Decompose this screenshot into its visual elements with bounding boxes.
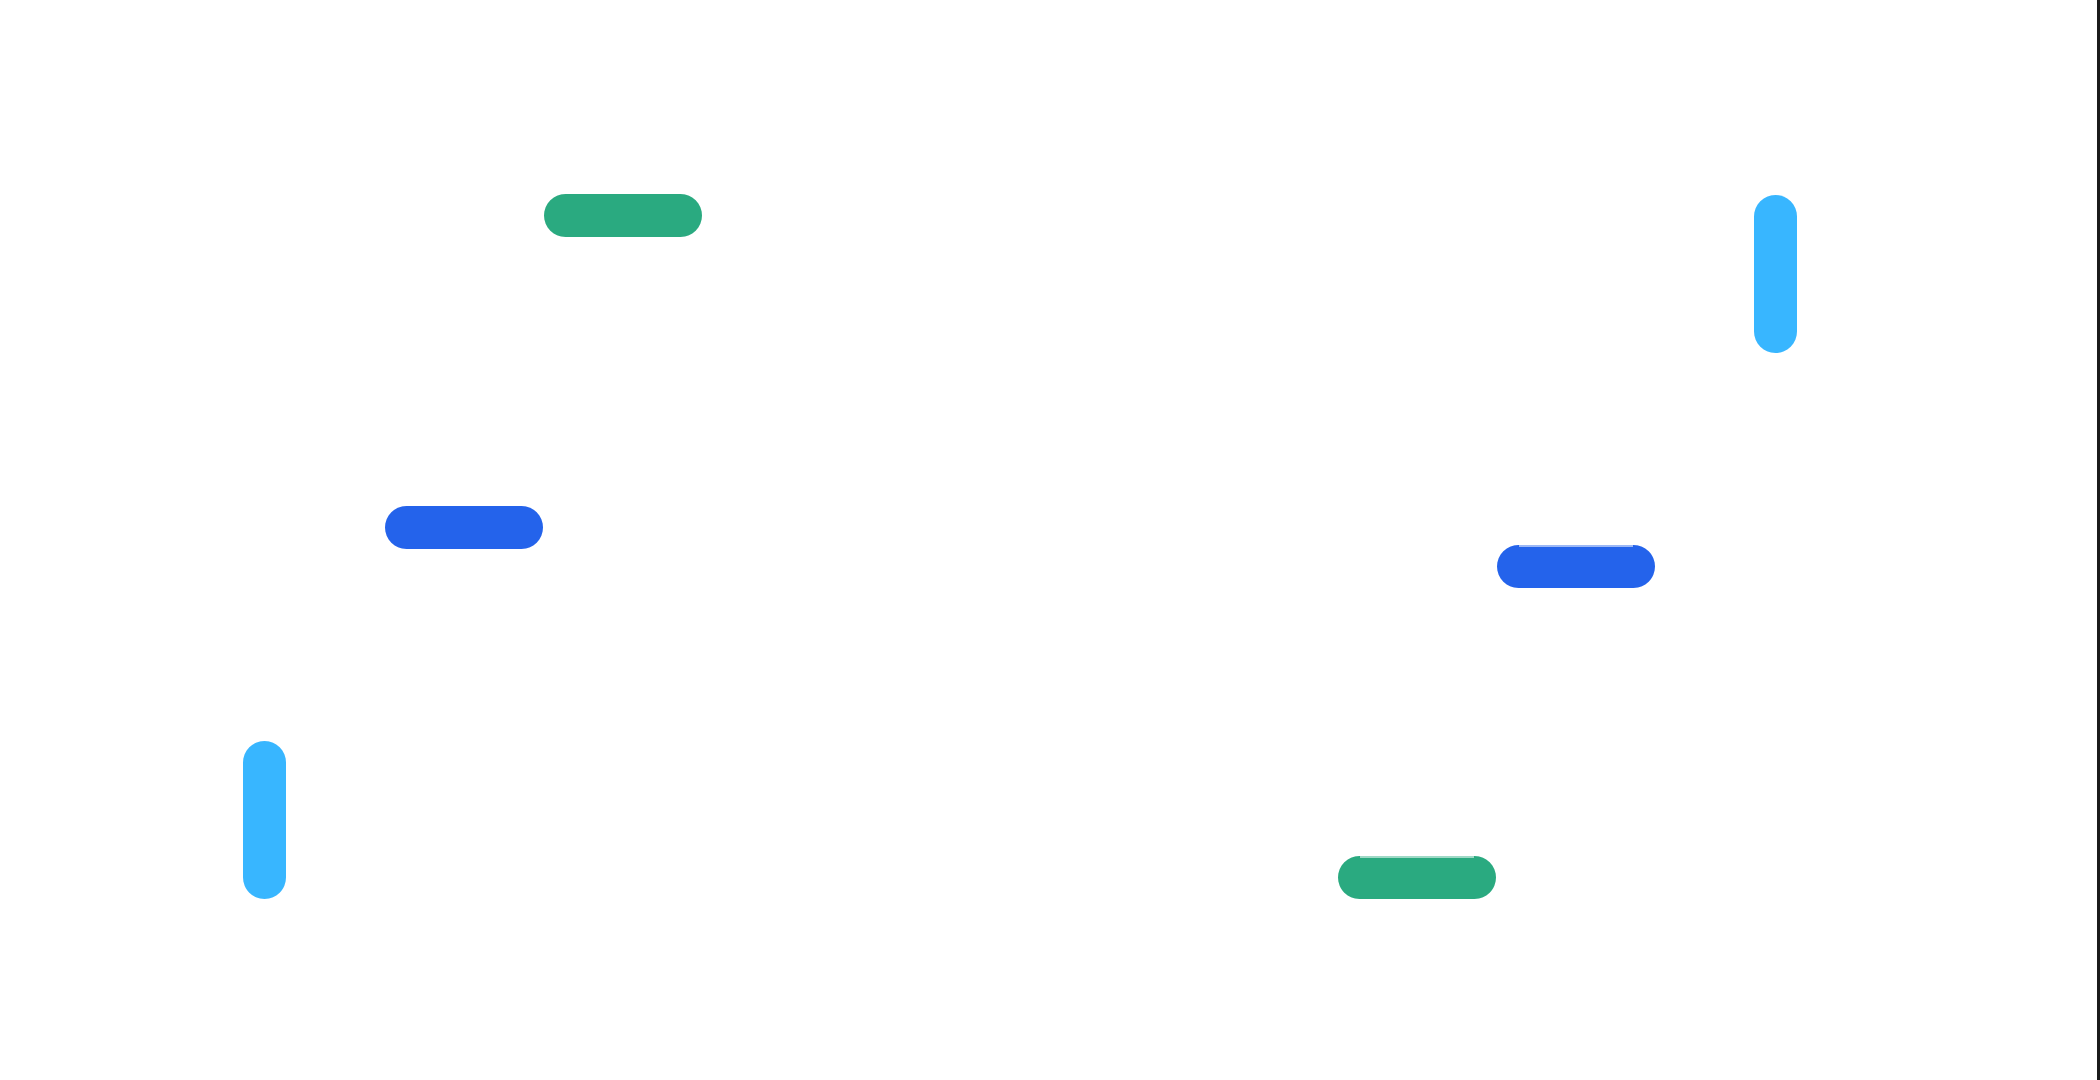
green-pill-top bbox=[544, 194, 702, 237]
blue-pill-right bbox=[1497, 545, 1655, 588]
blue-pill-left bbox=[385, 506, 543, 549]
sky-pill-bottom-left bbox=[243, 741, 286, 899]
sky-pill-top-right bbox=[1754, 195, 1797, 353]
green-pill-bottom bbox=[1338, 856, 1496, 899]
pill-highlight bbox=[1360, 856, 1474, 858]
pill-highlight bbox=[1519, 545, 1633, 547]
right-edge-rule bbox=[2097, 0, 2100, 1080]
